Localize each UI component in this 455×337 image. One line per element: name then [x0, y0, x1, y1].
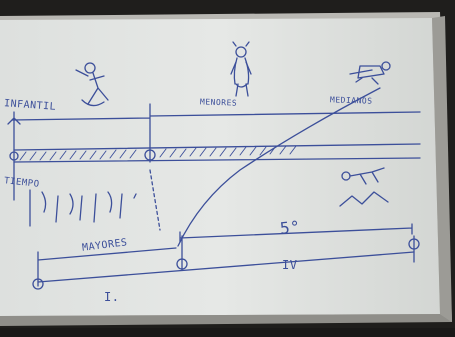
figure-resting-icon: [339, 167, 389, 207]
main-bar-hatch: [19, 145, 297, 161]
label-menores: MENORES: [199, 97, 238, 108]
lower-timeline: [37, 251, 415, 283]
bar-mid-node: [144, 149, 156, 161]
label-roman-one: I.: [104, 290, 120, 304]
label-cinco: 5°: [279, 216, 302, 239]
label-medianos: MEDIANOS: [329, 95, 373, 106]
mayores-bracket: [37, 247, 177, 287]
board-bottom-edge: [0, 314, 452, 326]
curve-line: [177, 87, 381, 247]
main-bar-top: [13, 143, 421, 151]
tiempo-sketch-marks: [29, 189, 137, 227]
board-surface: [0, 18, 440, 316]
lower-dimension-line: [179, 223, 413, 243]
dotted-connector: [149, 169, 161, 231]
lower-vertical-ticks: [181, 235, 415, 271]
stick-figure-standing-icon: [230, 41, 252, 97]
corner-dark: [0, 328, 455, 337]
stick-figure-leaping-icon: [75, 62, 109, 107]
label-roman-four: IV: [282, 258, 298, 272]
main-bar-bottom: [13, 157, 421, 163]
figure-lying-icon: [349, 61, 391, 85]
bar-start-node: [9, 151, 19, 161]
top-dimension-line: [11, 103, 421, 163]
lower-start-node: [32, 278, 44, 290]
left-bracket: [7, 111, 21, 201]
board-right-edge: [432, 16, 452, 322]
